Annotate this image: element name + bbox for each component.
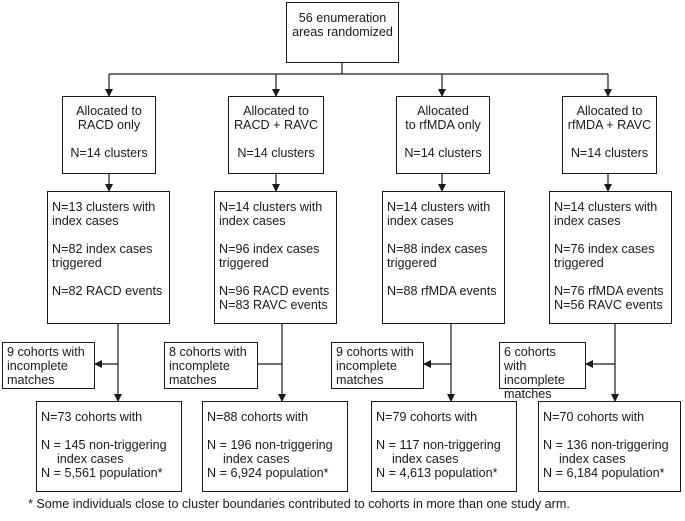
allocation-label: Allocated [417,104,469,118]
allocation-arm: to rfMDA only [405,118,481,132]
final-box-racd: N=73 cohorts with N = 145 non-triggering… [36,401,182,492]
final-non-triggering: N = 117 non-triggering [376,438,501,452]
events-line-2: N=83 RAVC events [219,298,328,312]
randomization-box: 56 enumeration areas randomized [286,2,399,63]
excluded-cohorts: 9 cohorts with [7,345,85,359]
index-cases-count: N=96 index cases [219,242,320,256]
allocation-arm: rfMDA + RAVC [567,118,652,132]
final-non-triggering-cont: index cases [223,452,290,466]
excluded-reason-2: matches [504,387,552,401]
excluded-cohorts: 9 cohorts with [336,345,414,359]
clusters-with-index-cont: index cases [52,214,119,228]
final-box-racd-ravc: N=88 cohorts with N = 196 non-triggering… [202,401,348,492]
exclusion-box-rfmda: 9 cohorts with incomplete matches [331,342,424,389]
allocation-box-rfmda: Allocated to rfMDA only N=14 clusters [396,96,490,174]
excluded-cohorts: 6 cohorts with [504,345,556,373]
allocation-count: N=14 clusters [570,146,649,160]
final-cohorts: N=88 cohorts with [207,410,309,424]
final-box-rfmda: N=79 cohorts with N = 117 non-triggering… [371,401,517,492]
final-non-triggering: N = 145 non-triggering [41,438,167,452]
index-cases-triggered: triggered [219,256,269,270]
excluded-reason-1: incomplete [169,359,230,373]
allocation-label: Allocated to [576,104,643,118]
final-non-triggering-cont: index cases [559,452,626,466]
cluster-box-rfmda-ravc: N=14 clusters with index cases N=76 inde… [549,191,672,324]
excluded-reason-2: matches [336,373,384,387]
clusters-with-index-cont: index cases [554,214,621,228]
allocation-box-racd: Allocated to RACD only N=14 clusters [62,96,156,174]
clusters-with-index: N=14 clusters with [219,200,323,214]
allocation-count: N=14 clusters [70,146,148,160]
final-population: N = 4,613 population* [376,466,498,480]
events-line-1: N=76 rfMDA events [554,284,664,298]
allocation-label: Allocated to [243,104,309,118]
index-cases-count: N=76 index cases [554,242,655,256]
final-non-triggering: N = 196 non-triggering [207,438,333,452]
exclusion-box-racd-ravc: 8 cohorts with incomplete matches [164,342,258,389]
final-population: N = 5,561 population* [41,466,163,480]
clusters-with-index: N=14 clusters with [387,200,491,214]
exclusion-box-racd: 9 cohorts with incomplete matches [2,342,95,389]
allocation-box-rfmda-ravc: Allocated to rfMDA + RAVC N=14 clusters [562,96,657,174]
final-box-rfmda-ravc: N=70 cohorts with N = 136 non-triggering… [538,401,681,492]
index-cases-triggered: triggered [554,256,604,270]
events-line-2: N=56 RAVC events [554,298,663,312]
exclusion-box-rfmda-ravc: 6 cohorts with incomplete matches [499,342,586,401]
excluded-reason-1: incomplete [336,359,397,373]
index-cases-triggered: triggered [387,256,437,270]
randomization-line-2: areas randomized [292,25,393,39]
allocation-label: Allocated to [76,104,142,118]
clusters-with-index: N=14 clusters with [554,200,658,214]
cluster-box-racd: N=13 clusters with index cases N=82 inde… [47,191,170,324]
footnote: * Some individuals close to cluster boun… [28,497,570,511]
final-cohorts: N=79 cohorts with [376,410,478,424]
index-cases-triggered: triggered [52,256,102,270]
final-population: N = 6,184 population* [543,466,665,480]
index-cases-count: N=88 index cases [387,242,488,256]
excluded-cohorts: 8 cohorts with [169,345,247,359]
events-line-1: N=96 RACD events [219,284,330,298]
final-population: N = 6,924 population* [207,466,329,480]
final-cohorts: N=70 cohorts with [543,410,645,424]
events-line-1: N=88 rfMDA events [387,284,497,298]
allocation-arm: RACD only [77,118,141,132]
index-cases-count: N=82 index cases [52,242,153,256]
excluded-reason-2: matches [169,373,217,387]
final-non-triggering-cont: index cases [57,452,124,466]
final-non-triggering: N = 136 non-triggering [543,438,669,452]
events-line-1: N=82 RACD events [52,284,163,298]
excluded-reason-1: incomplete [504,373,565,387]
allocation-arm: RACD + RAVC [233,118,319,132]
cluster-box-rfmda: N=14 clusters with index cases N=88 inde… [382,191,505,324]
clusters-with-index: N=13 clusters with [52,200,156,214]
excluded-reason-2: matches [7,373,55,387]
allocation-count: N=14 clusters [237,146,315,160]
clusters-with-index-cont: index cases [387,214,454,228]
randomization-line-1: 56 enumeration [298,11,387,25]
final-non-triggering-cont: index cases [392,452,459,466]
allocation-count: N=14 clusters [404,146,482,160]
cluster-box-racd-ravc: N=14 clusters with index cases N=96 inde… [214,191,337,324]
final-cohorts: N=73 cohorts with [41,410,143,424]
allocation-box-racd-ravc: Allocated to RACD + RAVC N=14 clusters [228,96,324,174]
excluded-reason-1: incomplete [7,359,68,373]
clusters-with-index-cont: index cases [219,214,286,228]
